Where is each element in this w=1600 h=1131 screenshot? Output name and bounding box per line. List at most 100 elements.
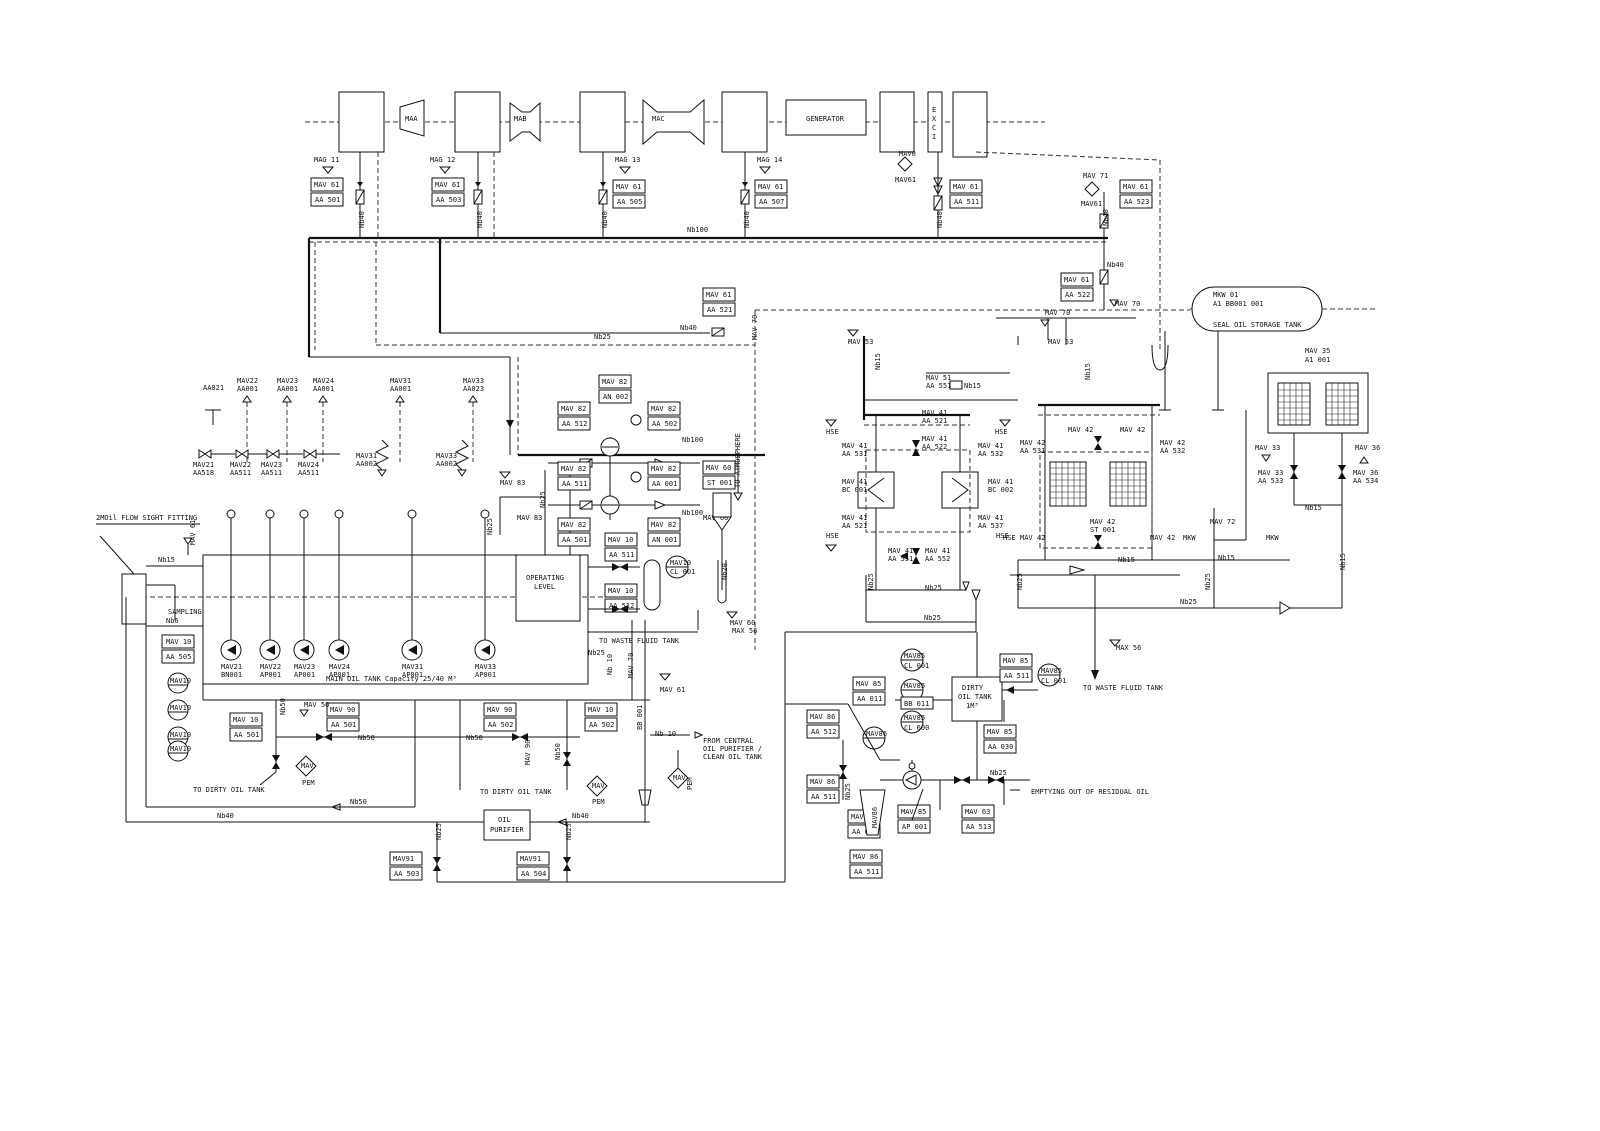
svg-text:MAV 82: MAV 82	[561, 465, 586, 473]
pump-id: MAV33	[475, 663, 496, 671]
svg-text:A1 BB001 001: A1 BB001 001	[1213, 300, 1264, 308]
svg-text:Nb40: Nb40	[743, 211, 751, 228]
svg-text:MAV 42: MAV 42	[1020, 439, 1045, 447]
valve-id: MAV24	[313, 377, 334, 385]
svg-text:AA 513: AA 513	[966, 823, 991, 831]
valve-sub: AA001	[237, 385, 258, 393]
svg-text:Nb40: Nb40	[217, 812, 234, 820]
svg-text:MAV91: MAV91	[393, 855, 414, 863]
pump-sub: AP001	[402, 671, 423, 679]
pressure-gauge	[265, 509, 275, 519]
svg-text:Nb100: Nb100	[682, 436, 703, 444]
svg-text:Nb25: Nb25	[594, 333, 611, 341]
svg-text:AA 511: AA 511	[811, 793, 836, 801]
svg-text:Nb25: Nb25	[539, 491, 547, 508]
svg-text:Nb40: Nb40	[1107, 261, 1124, 269]
pressure-gauge	[407, 509, 417, 519]
svg-text:Nb 10: Nb 10	[655, 730, 676, 738]
svg-text:MAV10: MAV10	[170, 745, 191, 753]
turbine-mab	[509, 101, 541, 143]
valve-sub: AA511	[298, 469, 319, 477]
svg-text:MAV 41: MAV 41	[888, 547, 913, 555]
svg-text:MAV 51: MAV 51	[926, 374, 951, 382]
valve-id: AA021	[203, 384, 224, 392]
svg-text:MAV85: MAV85	[904, 652, 925, 660]
svg-text:MAV 61: MAV 61	[1123, 183, 1148, 191]
svg-text:Nb15: Nb15	[1118, 556, 1135, 564]
svg-text:MAV 86: MAV 86	[810, 713, 835, 721]
oil-purifier	[483, 809, 531, 841]
svg-text:MAB: MAB	[514, 115, 527, 123]
svg-text:MAV 85: MAV 85	[987, 728, 1012, 736]
svg-text:MAV 60: MAV 60	[706, 464, 731, 472]
svg-text:TO WASTE FLUID TANK: TO WASTE FLUID TANK	[1083, 684, 1164, 692]
svg-text:MAV86: MAV86	[866, 730, 887, 738]
svg-text:Nb6: Nb6	[166, 617, 179, 625]
svg-text:MAV: MAV	[673, 774, 686, 782]
svg-text:MAV0: MAV0	[899, 150, 916, 158]
svg-text:MAV 33: MAV 33	[1258, 469, 1283, 477]
turbine-mac	[642, 98, 705, 146]
svg-text:TO DIRTY OIL TANK: TO DIRTY OIL TANK	[480, 788, 552, 796]
svg-text:MAG 11: MAG 11	[314, 156, 339, 164]
svg-text:Nb100: Nb100	[682, 509, 703, 517]
svg-text:MAV 10: MAV 10	[166, 638, 191, 646]
svg-text:Nb50: Nb50	[350, 798, 367, 806]
svg-text:MAV 85: MAV 85	[1003, 657, 1028, 665]
svg-text:PEM: PEM	[302, 779, 315, 787]
pump-sub: AP001	[329, 671, 350, 679]
svg-text:C: C	[932, 124, 936, 132]
svg-text:CL 001: CL 001	[1041, 677, 1066, 685]
svg-text:MAV 42: MAV 42	[1120, 426, 1145, 434]
svg-text:AA 522: AA 522	[1065, 291, 1090, 299]
svg-text:CLEAN OIL TANK: CLEAN OIL TANK	[703, 753, 763, 761]
svg-text:AA 521: AA 521	[707, 306, 732, 314]
valve-sub: AA001	[313, 385, 334, 393]
svg-text:AA 502: AA 502	[652, 420, 677, 428]
svg-text:MAV 83: MAV 83	[517, 514, 542, 522]
svg-text:MAV 33: MAV 33	[1255, 444, 1280, 452]
pump-sub: AP001	[294, 671, 315, 679]
svg-text:X: X	[932, 115, 937, 123]
svg-text:AA 511: AA 511	[854, 868, 879, 876]
valve-sub: AA002	[356, 460, 377, 468]
svg-text:HSE: HSE	[1003, 534, 1016, 542]
svg-text:MKW: MKW	[1266, 534, 1279, 542]
svg-text:MAV85: MAV85	[904, 714, 925, 722]
svg-text:MAG 13: MAG 13	[615, 156, 640, 164]
svg-text:MAV 10: MAV 10	[608, 536, 633, 544]
lube-oil-coolers: MAV 70 MAV 53 MAV 53 Nb15 Nb15 MAV 51AA …	[824, 309, 1342, 692]
svg-text:AA 532: AA 532	[1160, 447, 1185, 455]
svg-text:Nb25: Nb25	[867, 573, 875, 590]
svg-text:Nb40: Nb40	[476, 211, 484, 228]
svg-text:AA 523: AA 523	[1124, 198, 1149, 206]
bearing-housing-2	[454, 91, 501, 153]
svg-text:MAA: MAA	[405, 115, 418, 123]
svg-text:Nb25: Nb25	[435, 823, 443, 840]
svg-text:MAV10: MAV10	[170, 731, 191, 739]
pump-sub: AP001	[260, 671, 281, 679]
svg-text:MAV 83: MAV 83	[500, 479, 525, 487]
svg-text:AA 503: AA 503	[436, 196, 461, 204]
svg-text:ST 001: ST 001	[1090, 526, 1115, 534]
svg-text:Nb50: Nb50	[358, 734, 375, 742]
svg-text:AA 537: AA 537	[978, 522, 1003, 530]
svg-text:E: E	[932, 106, 936, 114]
valve-sub: AA001	[390, 385, 411, 393]
valve-id: MAV33	[463, 377, 484, 385]
svg-text:AA 511: AA 511	[609, 551, 634, 559]
valve-sub: AA002	[436, 460, 457, 468]
svg-text:MAV 10: MAV 10	[588, 706, 613, 714]
pump-id: MAV31	[402, 663, 423, 671]
valve-sub: AA511	[261, 469, 282, 477]
svg-text:HSE: HSE	[995, 428, 1008, 436]
svg-text:MAIN OIL TANK Capacity 25/40: MAIN OIL TANK Capacity 25/40 M³	[326, 675, 457, 683]
svg-text:AA 501: AA 501	[562, 536, 587, 544]
